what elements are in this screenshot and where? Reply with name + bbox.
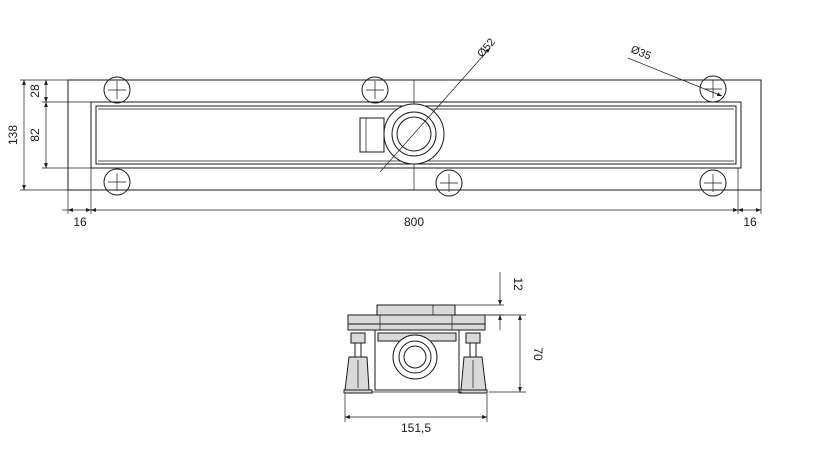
- total-height-label: 138: [6, 125, 20, 145]
- width-dimension-label: 800: [404, 215, 424, 229]
- top-offset-label: 28: [28, 84, 42, 98]
- mounting-hole-bottom-mid: [435, 169, 463, 197]
- outlet-diameter-label: Ø52: [475, 36, 498, 60]
- mounting-hole-bottom-left: [103, 168, 131, 196]
- mounting-hole-top-mid: [361, 76, 389, 104]
- channel-outline: [90, 101, 742, 169]
- adjustable-leg-left: [343, 332, 373, 394]
- top-view: Ø52 Ø35 800 16 16 138 28 82: [6, 36, 762, 229]
- right-margin-label: 16: [743, 215, 757, 229]
- hole-diameter-leader: [627, 57, 723, 97]
- outlet-diameter-leader: [379, 47, 491, 173]
- side-height-label: 70: [531, 347, 545, 361]
- flange-plate: [347, 314, 486, 325]
- drain-outlet: [359, 103, 445, 165]
- adjustable-leg-right: [458, 332, 488, 394]
- side-view: 151,5 70 12: [343, 272, 545, 435]
- frame-outline: [67, 79, 762, 191]
- channel-height-label: 82: [28, 128, 42, 142]
- grate-thickness-label: 12: [511, 277, 525, 291]
- mounting-hole-bottom-right: [699, 169, 727, 197]
- mounting-hole-top-left: [103, 76, 131, 104]
- left-margin-label: 16: [73, 215, 87, 229]
- outlet-pipe: [392, 334, 438, 380]
- mounting-hole-top-right: [699, 75, 727, 103]
- grate-top: [376, 304, 456, 316]
- side-width-label: 151,5: [401, 421, 431, 435]
